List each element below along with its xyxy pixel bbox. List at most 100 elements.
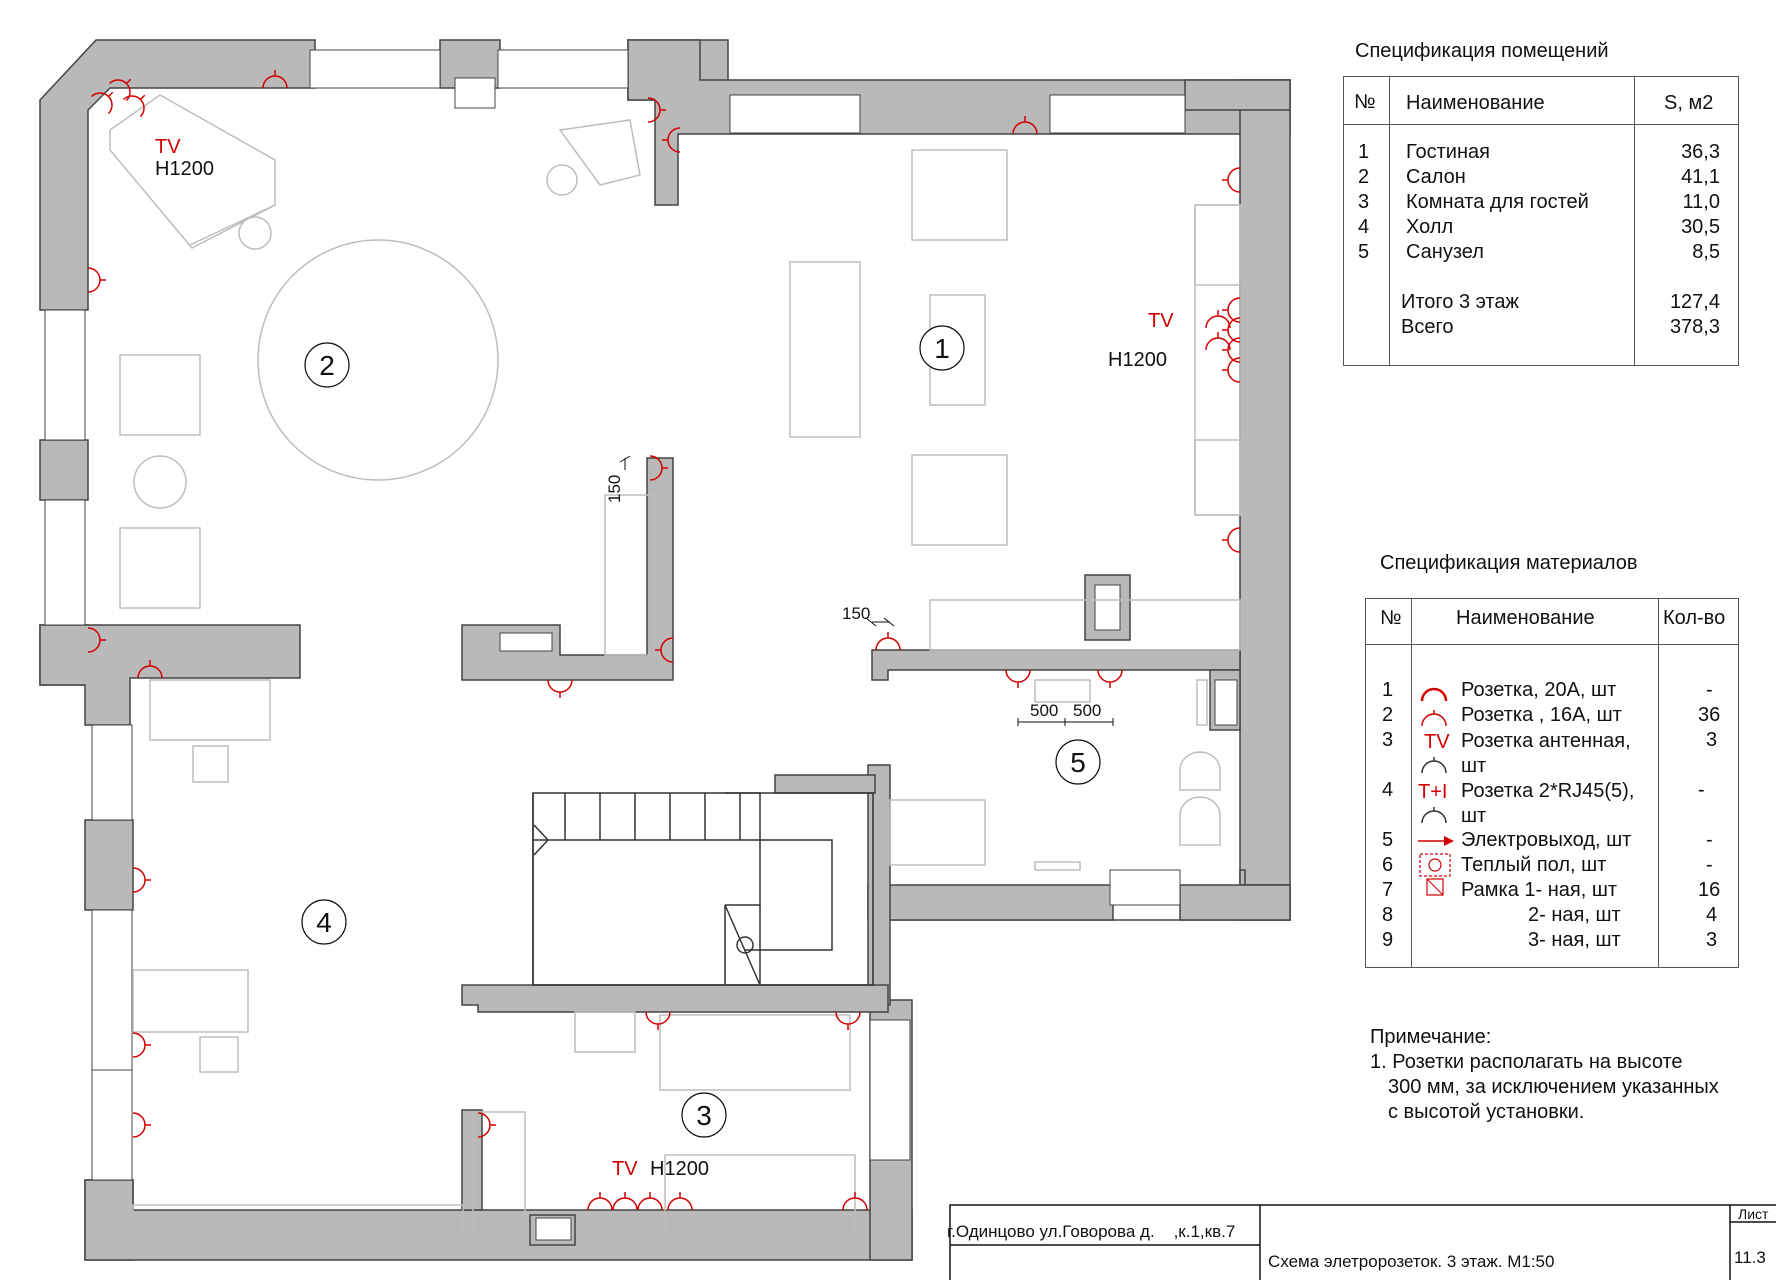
materials-spec-title: Спецификация материалов	[1380, 552, 1638, 574]
dimension-500-left: 500	[1030, 701, 1058, 720]
materials-row: 6 Теплый пол, шт -	[1366, 853, 1738, 896]
rj45-socket-arc-icon	[1421, 807, 1447, 824]
materials-header-qty: Кол-во	[1663, 607, 1726, 629]
socket-marker	[1222, 297, 1241, 323]
svg-text:2: 2	[319, 350, 335, 381]
socket-marker	[547, 679, 573, 698]
power-outlet-arrow-icon	[1418, 836, 1454, 846]
wall-openings	[44, 49, 1238, 1241]
materials-spec-table: № Наименование Кол-во 1 Розетка, 20А, шт…	[1365, 598, 1739, 968]
socket-marker	[1222, 337, 1241, 363]
socket-marker	[87, 267, 106, 293]
note-block: Примечание: 1. Розетки располагать на вы…	[1370, 1025, 1719, 1125]
materials-header-num: №	[1380, 607, 1402, 629]
note-line-1: 1. Розетки располагать на высоте	[1370, 1051, 1683, 1073]
socket-marker	[662, 127, 681, 153]
svg-text:4: 4	[316, 907, 332, 938]
socket-16a-icon	[1421, 710, 1447, 727]
socket-marker	[108, 78, 132, 102]
room-number-3: 3	[681, 1092, 727, 1138]
room-number-4: 4	[301, 899, 347, 945]
note-line-2: 300 мм, за исключением указанных	[1388, 1076, 1719, 1098]
room-number-5: 5	[1055, 739, 1101, 785]
svg-text:5: 5	[1070, 747, 1086, 778]
rj45-socket-icon: T+I	[1418, 781, 1448, 803]
socket-markers	[87, 70, 1241, 1211]
note-title: Примечание:	[1370, 1026, 1492, 1048]
socket-marker	[1222, 527, 1241, 553]
materials-row: 9 3- ная, шт 3	[1382, 929, 1718, 951]
rooms-header-area: S, м2	[1664, 92, 1714, 114]
room-number-1: 1	[919, 325, 965, 371]
socket-marker	[645, 1011, 671, 1030]
socket-20a-icon	[1420, 687, 1448, 702]
tv-label-living: TV	[1148, 310, 1174, 332]
socket-marker	[842, 1192, 868, 1211]
socket-marker	[477, 1112, 496, 1138]
tv-socket-icon: TV	[1424, 731, 1450, 753]
drawing-title: Схема элетророзеток. 3 этаж. М1:50	[1268, 1252, 1555, 1271]
socket-marker	[587, 1192, 613, 1211]
tv-label-guest: TV	[612, 1158, 638, 1180]
materials-row: 3 TV Розетка антенная, шт 3	[1382, 729, 1718, 777]
tv-labels: TV H1200 TV H1200 TV H1200	[155, 136, 1174, 1180]
socket-marker	[262, 70, 288, 89]
materials-row: 5 Электровыход, шт -	[1382, 829, 1713, 851]
materials-row: 4 T+I Розетка 2*RJ45(5), шт -	[1382, 779, 1705, 827]
socket-marker	[1205, 332, 1231, 351]
address-label: г.Одинцово ул.Говорова д. ,к.1,кв.7	[947, 1222, 1236, 1241]
height-label-guest: H1200	[650, 1158, 709, 1180]
rooms-header-num: №	[1354, 91, 1376, 113]
materials-spec-title-wrap: Спецификация материалов	[1380, 552, 1638, 575]
socket-marker	[637, 1192, 663, 1211]
socket-marker	[1222, 167, 1241, 193]
socket-marker	[90, 91, 114, 115]
rooms-spec-title-wrap: Спецификация помещений	[1355, 40, 1609, 63]
socket-marker	[1205, 310, 1231, 329]
dimension-150-vertical: 150	[605, 475, 624, 503]
socket-marker	[1012, 116, 1038, 135]
socket-marker	[667, 1192, 693, 1211]
room-number-2: 2	[304, 342, 350, 388]
staircase	[532, 792, 874, 986]
height-label-salon: H1200	[155, 158, 214, 180]
socket-marker	[655, 637, 674, 663]
height-label-living: H1200	[1108, 349, 1167, 371]
dimension-500-right: 500	[1073, 701, 1101, 720]
tv-socket-arc-icon	[1421, 757, 1447, 774]
floor-heating-icon	[1419, 853, 1451, 896]
materials-row: 8 2- ная, шт 4	[1382, 904, 1718, 926]
socket-marker	[1097, 669, 1123, 688]
sheet-label: Лист	[1738, 1206, 1769, 1222]
socket-marker	[132, 1112, 151, 1138]
materials-rows: 1 Розетка, 20А, шт - 2 Розетка , 16А, шт…	[1366, 679, 1738, 954]
sheet-number: 11.3	[1734, 1248, 1766, 1267]
socket-marker	[1222, 357, 1241, 383]
dimensions: 150 150 500 500	[605, 455, 1114, 726]
socket-marker	[1222, 317, 1241, 343]
tv-label-salon: TV	[155, 136, 181, 158]
note-line-3: с высотой установки.	[1388, 1101, 1585, 1123]
materials-row: 7 Рамка 1- ная, шт 16	[1382, 879, 1721, 901]
socket-marker	[612, 1192, 638, 1211]
socket-marker	[647, 97, 666, 123]
title-block-frame	[949, 1204, 1776, 1280]
materials-header-name: Наименование	[1456, 607, 1595, 629]
room-numbers: 1 2 3 4 5	[301, 325, 1101, 1138]
svg-text:1: 1	[934, 333, 950, 364]
socket-marker	[122, 94, 146, 118]
socket-marker	[137, 660, 163, 679]
socket-marker	[835, 1011, 861, 1030]
materials-row: 1 Розетка, 20А, шт -	[1382, 679, 1713, 702]
socket-marker	[132, 867, 151, 893]
dimension-150-horizontal: 150	[842, 604, 870, 623]
svg-text:3: 3	[696, 1100, 712, 1131]
